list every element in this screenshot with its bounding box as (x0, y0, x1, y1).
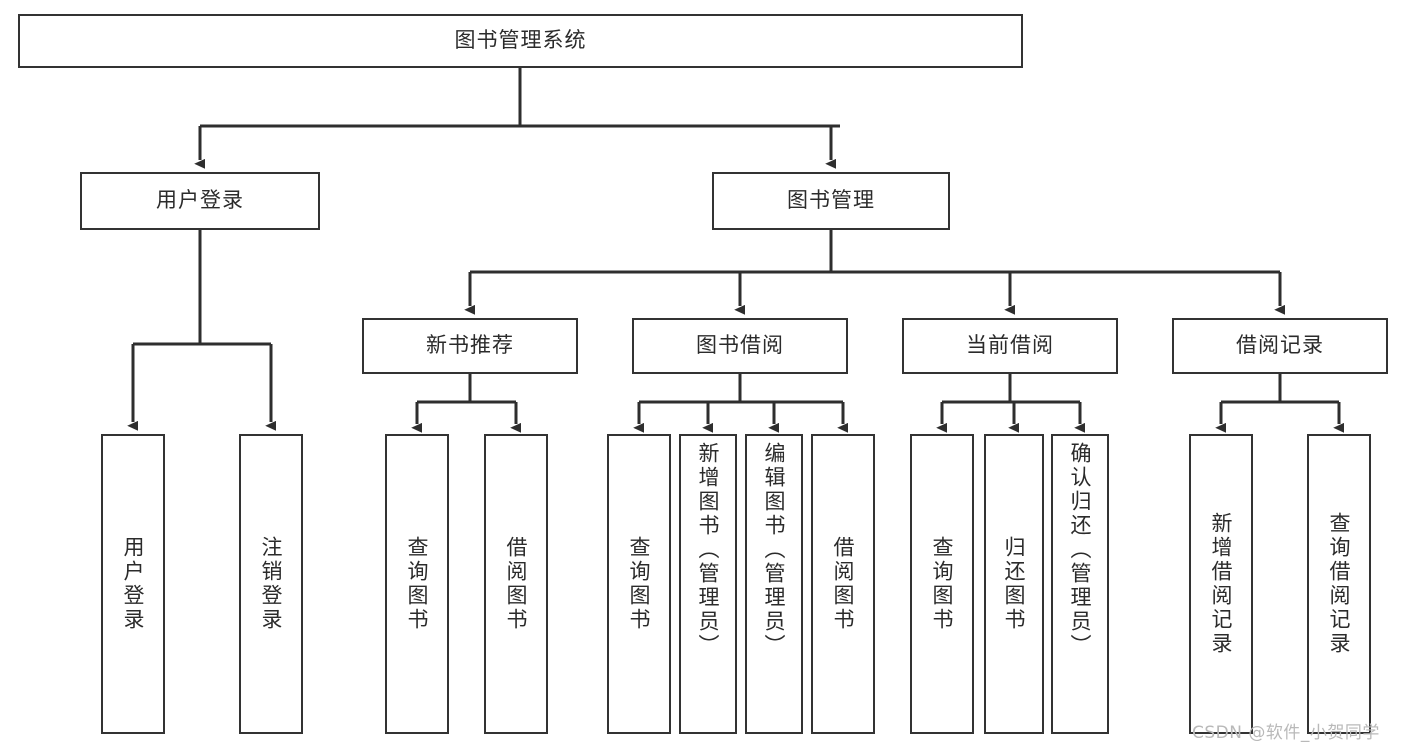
node-leaf-borrow-book-recommend[interactable]: 借阅图书 (484, 434, 548, 734)
node-label: 借阅图书 (831, 536, 856, 632)
node-label: 用户登录 (121, 536, 146, 632)
node-label: 查询借阅记录 (1327, 512, 1352, 656)
node-leaf-confirm-return[interactable]: 确认归还（管理员） (1051, 434, 1109, 734)
node-borrow-record[interactable]: 借阅记录 (1172, 318, 1388, 374)
node-label: 新书推荐 (426, 333, 514, 358)
node-label: 新增图书（管理员） (696, 442, 721, 658)
node-leaf-borrow-book[interactable]: 借阅图书 (811, 434, 875, 734)
node-label: 新增借阅记录 (1209, 512, 1234, 656)
node-current-borrow[interactable]: 当前借阅 (902, 318, 1118, 374)
node-leaf-logout[interactable]: 注销登录 (239, 434, 303, 734)
node-label: 查询图书 (405, 536, 430, 632)
node-book-manage[interactable]: 图书管理 (712, 172, 950, 230)
node-label: 图书借阅 (696, 333, 784, 358)
node-label: 归还图书 (1002, 536, 1027, 632)
node-leaf-return-book[interactable]: 归还图书 (984, 434, 1044, 734)
node-label: 查询图书 (627, 536, 652, 632)
node-root[interactable]: 图书管理系统 (18, 14, 1023, 68)
node-label: 查询图书 (930, 536, 955, 632)
node-label: 借阅记录 (1236, 333, 1324, 358)
node-label: 编辑图书（管理员） (762, 442, 787, 658)
node-user-login[interactable]: 用户登录 (80, 172, 320, 230)
csdn-watermark: CSDN @软件_小贺同学 (1192, 723, 1380, 743)
node-label: 注销登录 (259, 536, 284, 632)
node-leaf-query-book-recommend[interactable]: 查询图书 (385, 434, 449, 734)
node-label: 借阅图书 (504, 536, 529, 632)
node-leaf-add-borrow-record[interactable]: 新增借阅记录 (1189, 434, 1253, 734)
node-label: 确认归还（管理员） (1068, 442, 1093, 658)
node-label: 图书管理系统 (454, 28, 587, 53)
node-leaf-add-book[interactable]: 新增图书（管理员） (679, 434, 737, 734)
node-leaf-user-login[interactable]: 用户登录 (101, 434, 165, 734)
node-leaf-query-borrow-record[interactable]: 查询借阅记录 (1307, 434, 1371, 734)
node-book-borrow[interactable]: 图书借阅 (632, 318, 848, 374)
node-leaf-query-book-current[interactable]: 查询图书 (910, 434, 974, 734)
node-label: 当前借阅 (966, 333, 1054, 358)
node-leaf-edit-book[interactable]: 编辑图书（管理员） (745, 434, 803, 734)
node-new-book-recommend[interactable]: 新书推荐 (362, 318, 578, 374)
node-label: 图书管理 (787, 188, 875, 213)
node-label: 用户登录 (156, 188, 244, 213)
node-leaf-query-book-borrow[interactable]: 查询图书 (607, 434, 671, 734)
